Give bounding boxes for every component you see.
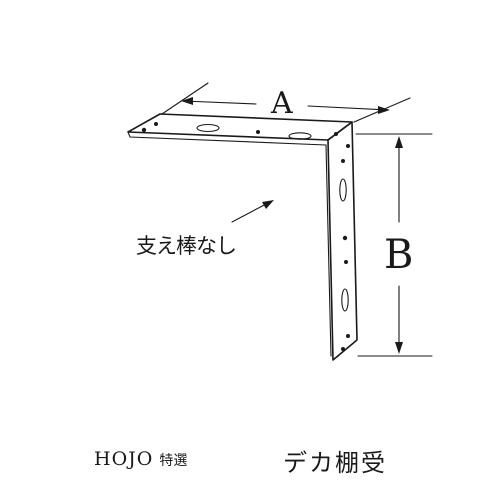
hole-round (141, 127, 147, 133)
note-callout: 支え棒なし (136, 200, 274, 258)
hole-slot (288, 132, 312, 140)
bracket-vertical-arm (327, 121, 358, 361)
note-label: 支え棒なし (136, 234, 236, 258)
dimension-b-arrow-bottom (395, 342, 403, 354)
dimension-a-line-left (182, 100, 257, 105)
hole-round (344, 260, 348, 264)
hole-round (154, 122, 158, 126)
hole-round (346, 144, 350, 148)
hole-slot (196, 123, 220, 133)
brand-subtitle: 特選 (159, 453, 188, 469)
hole-round (342, 235, 348, 241)
hole-slot (339, 178, 347, 202)
horizontal-arm-holes (141, 122, 338, 140)
bracket-horizontal-arm (127, 113, 353, 141)
dimension-a-extension-left (161, 82, 209, 115)
product-name: デカ棚受 (283, 449, 387, 477)
note-arrow-head (262, 200, 274, 209)
hole-round (341, 347, 345, 351)
dimension-a: A (161, 82, 411, 123)
dimension-b-label: B (384, 232, 413, 278)
vertical-arm-holes (339, 144, 350, 351)
dimension-b: B (355, 133, 433, 357)
dimension-a-arrow-left (181, 97, 193, 105)
bracket-horizontal-arm-edge (127, 131, 327, 146)
hole-round (341, 159, 345, 163)
brand-text: HOJO (94, 448, 154, 470)
note-arrow-line (231, 202, 269, 223)
hole-round (334, 132, 338, 136)
hole-round (256, 130, 260, 134)
dimension-a-label: A (270, 86, 293, 121)
l-bracket (127, 113, 358, 361)
hole-round (346, 334, 350, 338)
dimension-a-arrow-right (378, 106, 390, 114)
hole-slot (341, 288, 349, 312)
brand-name: HOJO 特選 (94, 448, 187, 470)
bracket-vertical-arm-edge (325, 144, 332, 357)
dimension-b-arrow-top (395, 136, 403, 148)
dimension-a-line-right (307, 105, 389, 111)
